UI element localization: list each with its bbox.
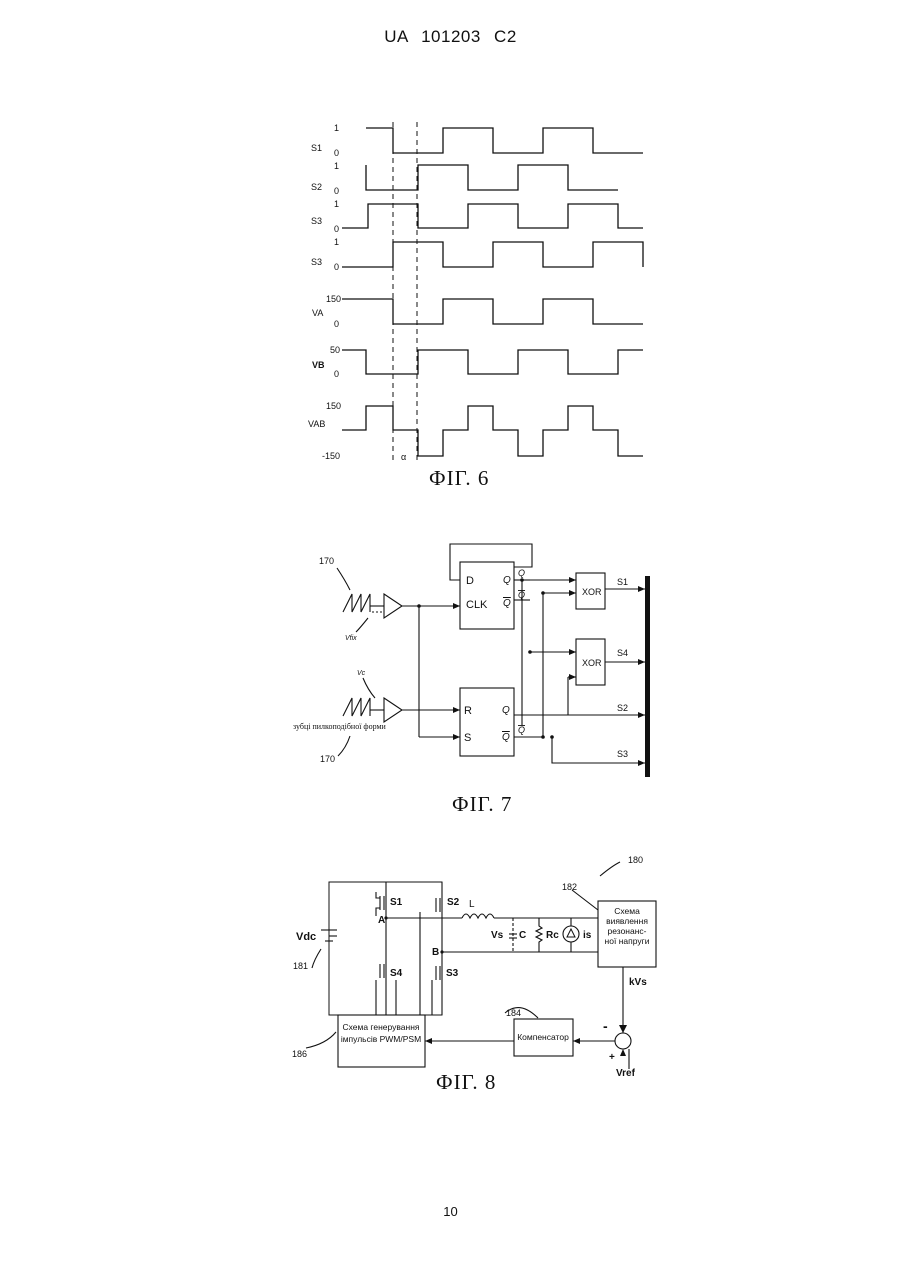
resistor-rc	[536, 918, 542, 952]
vs-label: Vs	[491, 930, 504, 941]
resistor-label: Rc	[546, 930, 559, 941]
compensator-label: Компенсатор	[517, 1032, 569, 1042]
switch-s3	[436, 966, 440, 980]
ref-186: 186	[292, 1049, 307, 1059]
vref-label: Vref	[616, 1068, 636, 1079]
pwm-line-1: Схема генерування	[342, 1022, 419, 1032]
inductor-label: L	[469, 899, 475, 910]
pwm-line-2: імпульсів PWM/PSM	[341, 1034, 421, 1044]
vdc-label: Vdc	[296, 931, 316, 943]
switch-s4-label: S4	[390, 968, 403, 979]
kvs-label: kVs	[629, 977, 647, 988]
page-number: 10	[0, 1204, 901, 1219]
switch-s4	[380, 964, 384, 978]
switch-s1-label: S1	[390, 897, 403, 908]
detect-line-2: виявлення	[606, 916, 648, 926]
node-b: B	[432, 947, 439, 958]
current-source-label: is	[583, 930, 592, 941]
ref-184: 184	[506, 1008, 521, 1018]
summing-junction	[615, 1033, 631, 1049]
detect-line-1: Схема	[614, 906, 640, 916]
ref-180: 180	[628, 855, 643, 865]
switch-s2	[436, 898, 440, 912]
detect-line-4: ної напруги	[605, 936, 650, 946]
inductor-l	[462, 914, 494, 918]
switch-s2-label: S2	[447, 897, 460, 908]
node-a: A	[378, 915, 385, 926]
switch-s3-label: S3	[446, 968, 459, 979]
detect-line-3: резонанс-	[608, 926, 647, 936]
plus-sign: +	[609, 1052, 615, 1063]
fig8-caption: ФІГ. 8	[436, 1070, 496, 1095]
switch-s1	[376, 892, 384, 916]
minus-sign: -	[603, 1018, 608, 1034]
ref-182: 182	[562, 882, 577, 892]
capacitor-label: C	[519, 930, 526, 941]
ref-181: 181	[293, 961, 308, 971]
